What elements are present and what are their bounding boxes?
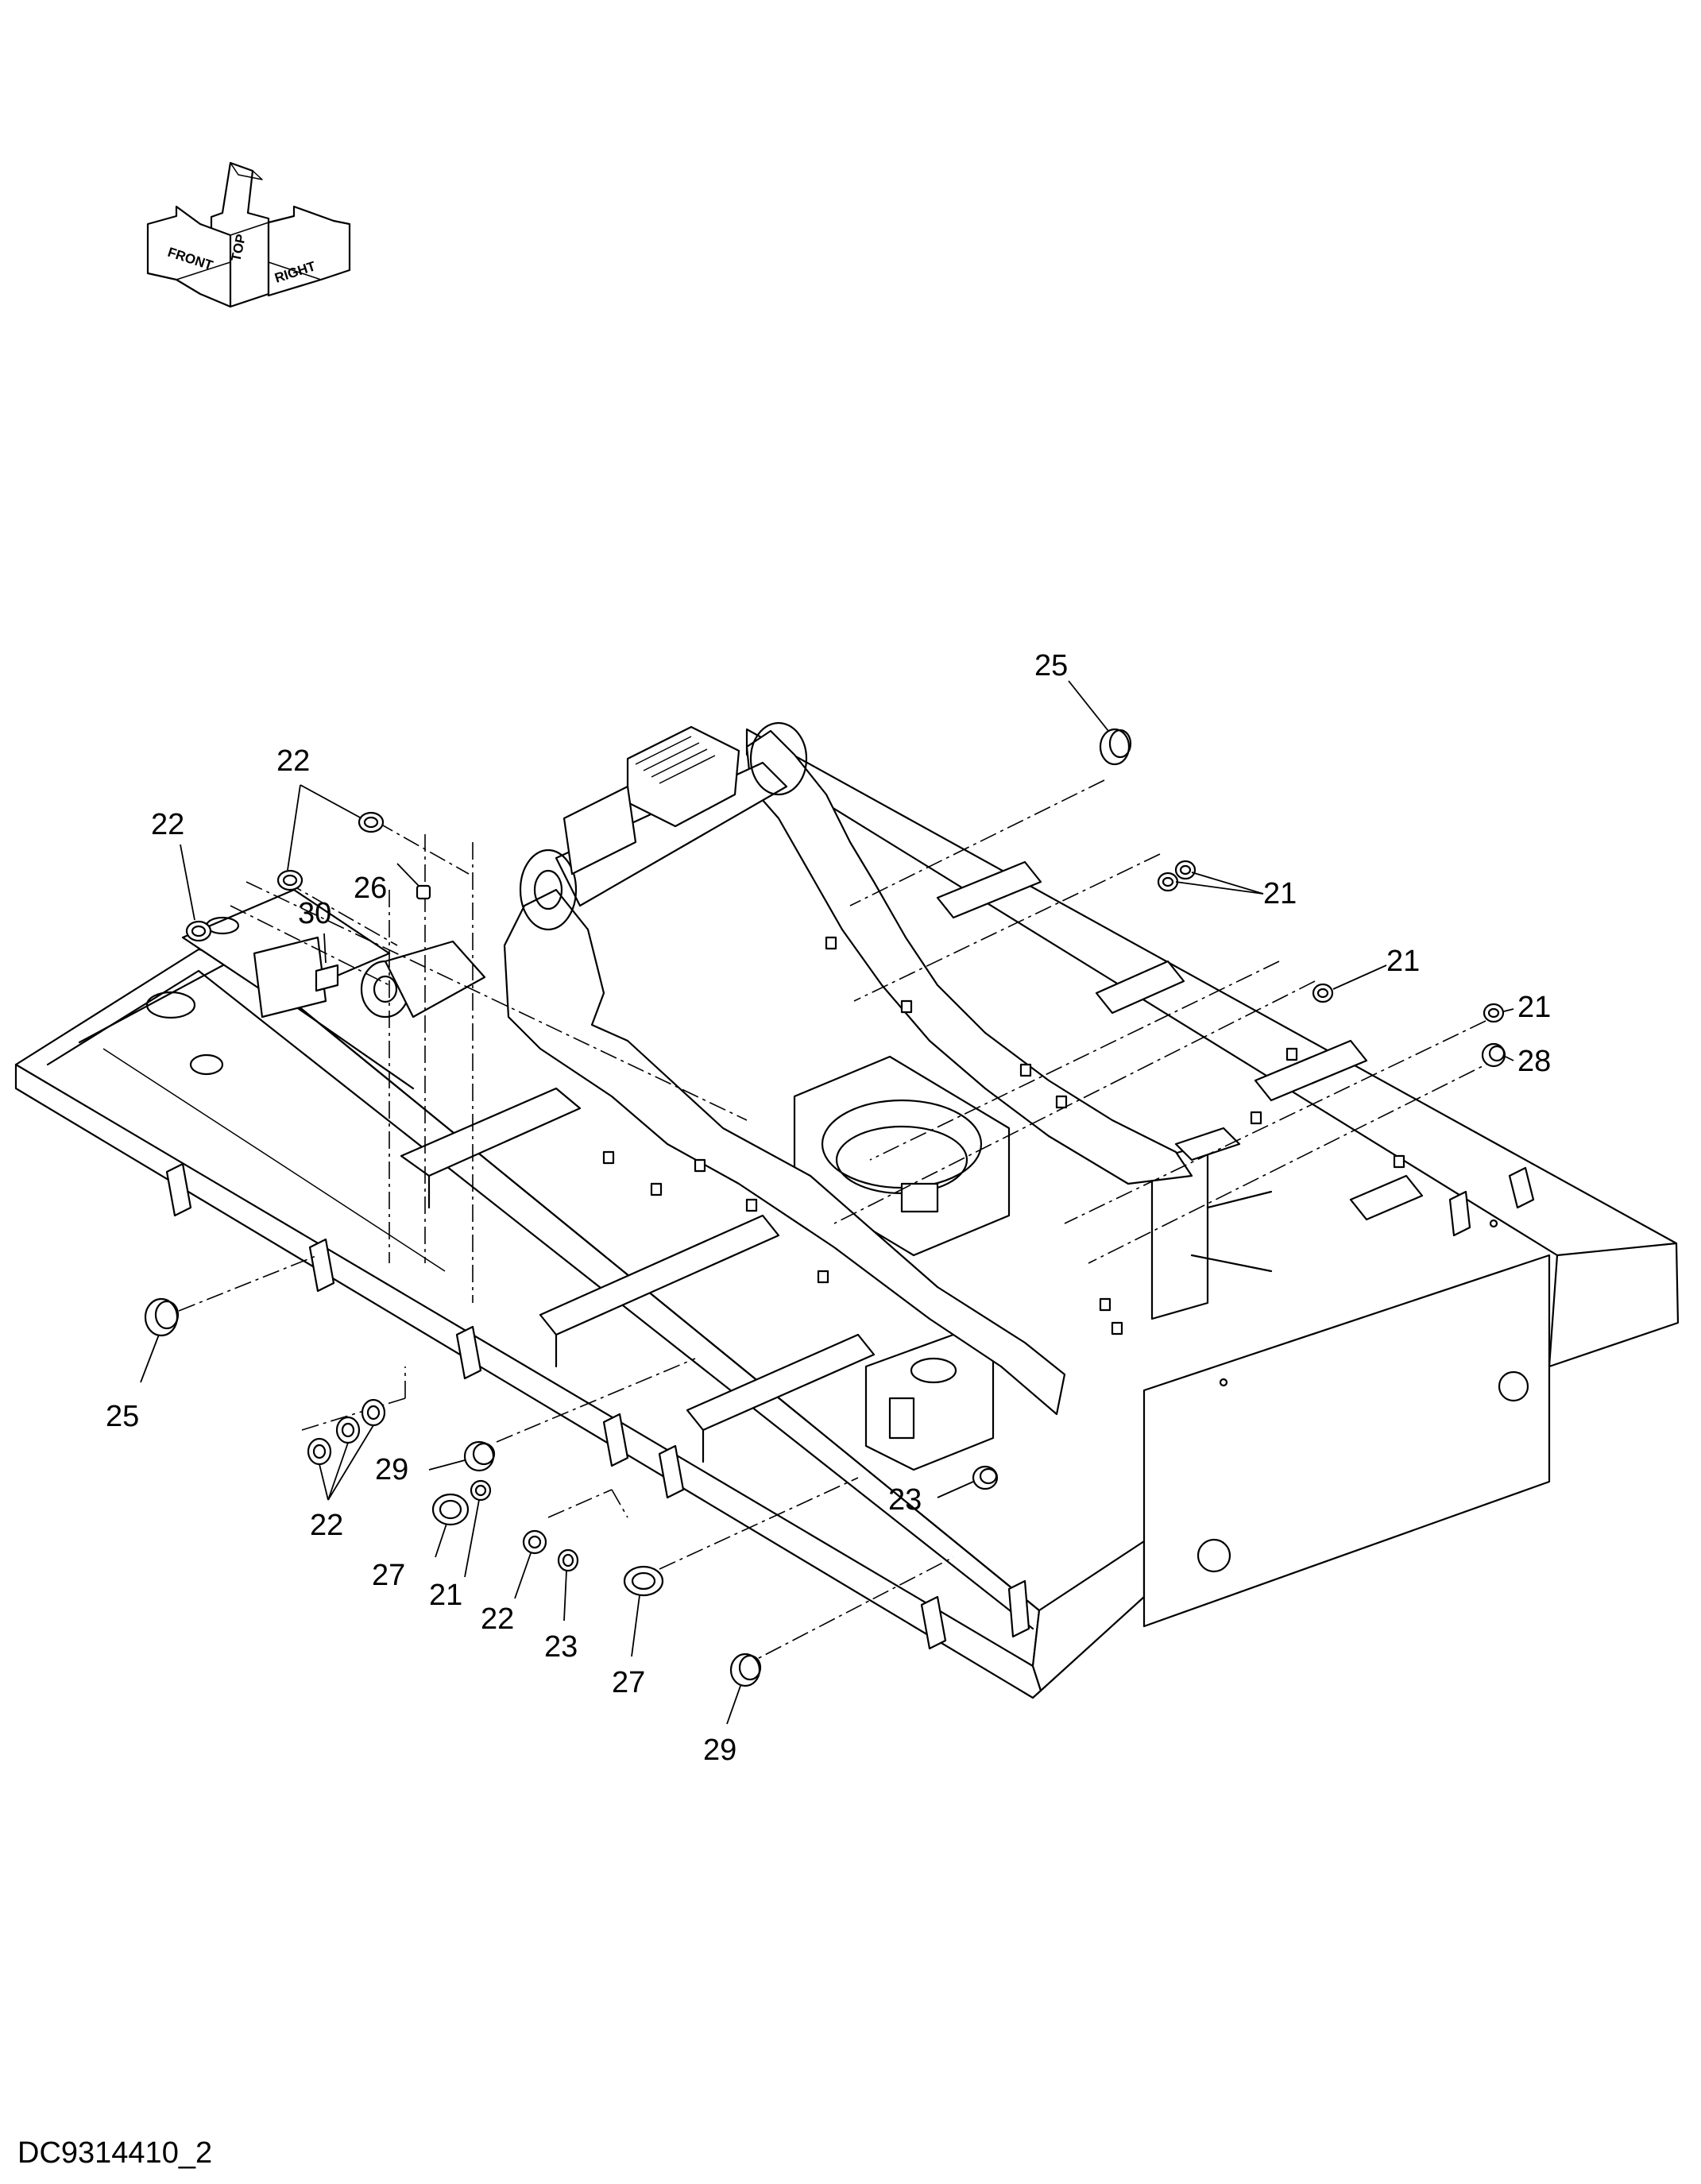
boom-foot-tower-left [503,888,1066,1416]
callout-label: 27 [612,1666,645,1699]
label-plate-icon [315,964,339,992]
callout-label: 27 [372,1559,405,1592]
bushing-icon [1481,1042,1506,1068]
callout-label: 21 [1386,945,1420,978]
orientation-symbol: FRONT TOP RIGHT [146,161,351,308]
seal-ring-icon [276,869,303,891]
callout-label: 22 [276,744,310,778]
seal-ring-icon [358,811,385,833]
boom-foot-tower-right [745,729,1193,1185]
seal-ring-icon [307,1437,332,1466]
assembly-centerlines [178,779,1502,1669]
callout-label: 23 [888,1483,922,1517]
seal-ring-icon [1157,872,1179,892]
callout-labels: 25 22 22 26 30 21 21 21 28 25 22 29 27 2… [106,649,1551,1767]
seal-ring-icon [522,1529,547,1555]
callout-label: 25 [106,1400,139,1433]
callout-label: 25 [1034,649,1068,682]
callout-label: 21 [429,1579,462,1612]
bushing-icon [463,1440,496,1472]
seal-ring-icon [1174,860,1196,880]
callout-label: 29 [375,1453,408,1486]
seal-ring-icon [185,920,212,942]
bushing-icon [729,1652,762,1687]
callout-label: 21 [1517,991,1551,1024]
callout-label: 22 [151,808,184,841]
seal-ring-icon [557,1548,579,1572]
bushing-icon [1099,728,1132,766]
bushing-icon [144,1297,180,1337]
callout-label: 26 [354,872,387,905]
leader-lines [140,680,1514,1725]
seal-ring-icon [470,1479,492,1502]
part-icons [144,728,1506,1687]
callout-label: 22 [481,1602,514,1636]
seal-ring-icon [1483,1003,1505,1023]
seal-ring-icon [431,1493,470,1526]
callout-label: 23 [544,1630,578,1664]
callout-label: 28 [1517,1045,1551,1078]
bushing-icon [972,1465,999,1490]
upper-frame-assembly [14,721,1680,1699]
seal-ring-icon [1312,983,1334,1003]
callout-label: 30 [298,897,331,930]
seal-ring-icon [335,1416,361,1444]
callout-label: 29 [703,1734,736,1767]
drawing-code: DC9314410_2 [17,2136,212,2170]
seal-ring-icon [361,1398,386,1427]
seal-ring-icon [623,1565,664,1597]
callout-label: 22 [310,1509,343,1542]
callout-label: 21 [1263,877,1297,910]
counterweight-plate [1142,1254,1551,1628]
nut-icon [416,884,431,900]
